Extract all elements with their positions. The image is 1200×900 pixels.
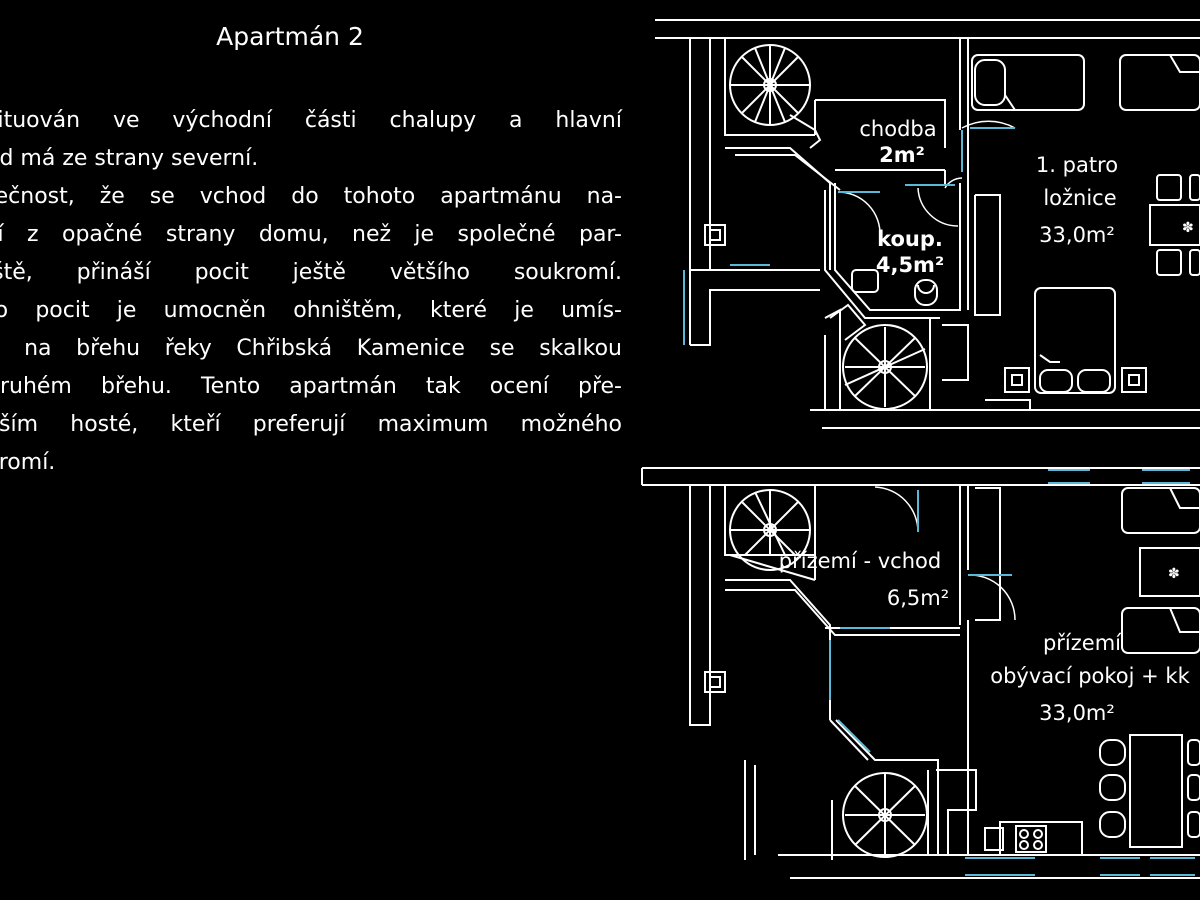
room-area-koupelna: 4,5m²: [876, 253, 944, 277]
flower-icon: ✽: [1168, 566, 1180, 582]
wall: [824, 190, 940, 319]
door-swing: [917, 187, 959, 227]
door-swing: [967, 574, 1016, 621]
chair: [1187, 739, 1200, 766]
wall: [815, 99, 946, 148]
description-line: druhém břehu. Tento apartmán tak ocení p…: [0, 374, 622, 399]
chair: [1099, 774, 1126, 801]
door-swing: [874, 486, 919, 533]
description-line: o na břehu řeky Chřibská Kamenice se ska…: [0, 336, 622, 361]
wall: [985, 399, 1031, 410]
wall: [936, 769, 977, 855]
toilet: [914, 279, 938, 306]
wall: [690, 289, 820, 346]
room-area-obyvaci: 33,0m²: [1039, 701, 1115, 725]
nightstand: [1004, 367, 1030, 393]
room-name-chodba: chodba: [859, 117, 936, 141]
coffee-table: [1139, 547, 1200, 597]
room-name-loznice: ložnice: [1043, 186, 1116, 210]
slide-title: Apartmán 2: [216, 22, 364, 51]
window: [837, 719, 871, 753]
wall: [942, 324, 969, 381]
wall: [824, 308, 841, 410]
wall: [725, 589, 960, 636]
chair: [1156, 249, 1182, 276]
stove: [1015, 825, 1047, 853]
room-area-chodba: 2m²: [879, 143, 925, 167]
upper-floor-plan: [655, 19, 1200, 429]
wall: [835, 719, 939, 855]
flower-icon: ✽: [1182, 220, 1194, 236]
sink: [851, 269, 879, 293]
description-line: iště, přináší pocit ještě většího soukro…: [0, 260, 622, 285]
wall: [834, 183, 961, 311]
chair: [1189, 249, 1200, 276]
spiral-stair: [842, 324, 928, 410]
room-name-koupelna: koup.: [877, 227, 943, 251]
door-swing: [837, 191, 881, 237]
wall: [729, 554, 816, 581]
room-name-obyvaci: obývací pokoj + kk: [990, 664, 1190, 688]
sofa: [1121, 487, 1200, 534]
floor-label-ground: přízemí: [1043, 631, 1122, 655]
door-swing: [961, 120, 1016, 129]
wall: [974, 194, 1001, 316]
room-name-vchod: přízemí - vchod: [779, 549, 941, 573]
bed: [971, 54, 1085, 111]
wall: [724, 38, 815, 136]
chair: [1189, 174, 1200, 201]
wall: [689, 485, 711, 726]
description-line: od má ze strany severní.: [0, 146, 259, 171]
description-line: to pocit je umocněn ohništěm, které je u…: [0, 298, 622, 323]
description-line: tečnost, že se vchod do tohoto apartmánu…: [0, 184, 622, 209]
ground-floor-plan: [641, 467, 1200, 879]
chair: [1187, 774, 1200, 801]
sofa: [1121, 607, 1200, 654]
chair: [1099, 811, 1126, 838]
bed: [1034, 287, 1116, 394]
table: [1149, 204, 1200, 246]
dining-table: [1129, 734, 1183, 848]
wall: [735, 154, 841, 191]
description-line: kromí.: [0, 450, 56, 475]
room-area-vchod: 6,5m²: [887, 586, 949, 610]
description-line: situován ve východní části chalupy a hla…: [0, 108, 622, 133]
wall: [725, 147, 831, 270]
chimney: [704, 224, 726, 246]
kitchen-sink: [984, 827, 1004, 851]
wall: [725, 579, 831, 720]
chair: [1156, 174, 1182, 201]
description-line: vším hosté, kteří preferují maximum možn…: [0, 412, 622, 437]
wall: [975, 487, 1001, 621]
nightstand: [1121, 367, 1147, 393]
bed: [1119, 54, 1200, 111]
chimney: [704, 671, 726, 693]
floor-label-upper: 1. patro: [1036, 153, 1118, 177]
wall: [829, 719, 869, 761]
apartment-description: situován ve východní části chalupy a hla…: [0, 102, 622, 482]
room-area-loznice: 33,0m²: [1039, 223, 1115, 247]
description-line: zí z opačné strany domu, než je společné…: [0, 222, 622, 247]
chair: [1187, 811, 1200, 838]
kitchen-counter: [999, 821, 1083, 856]
chair: [1099, 739, 1126, 766]
